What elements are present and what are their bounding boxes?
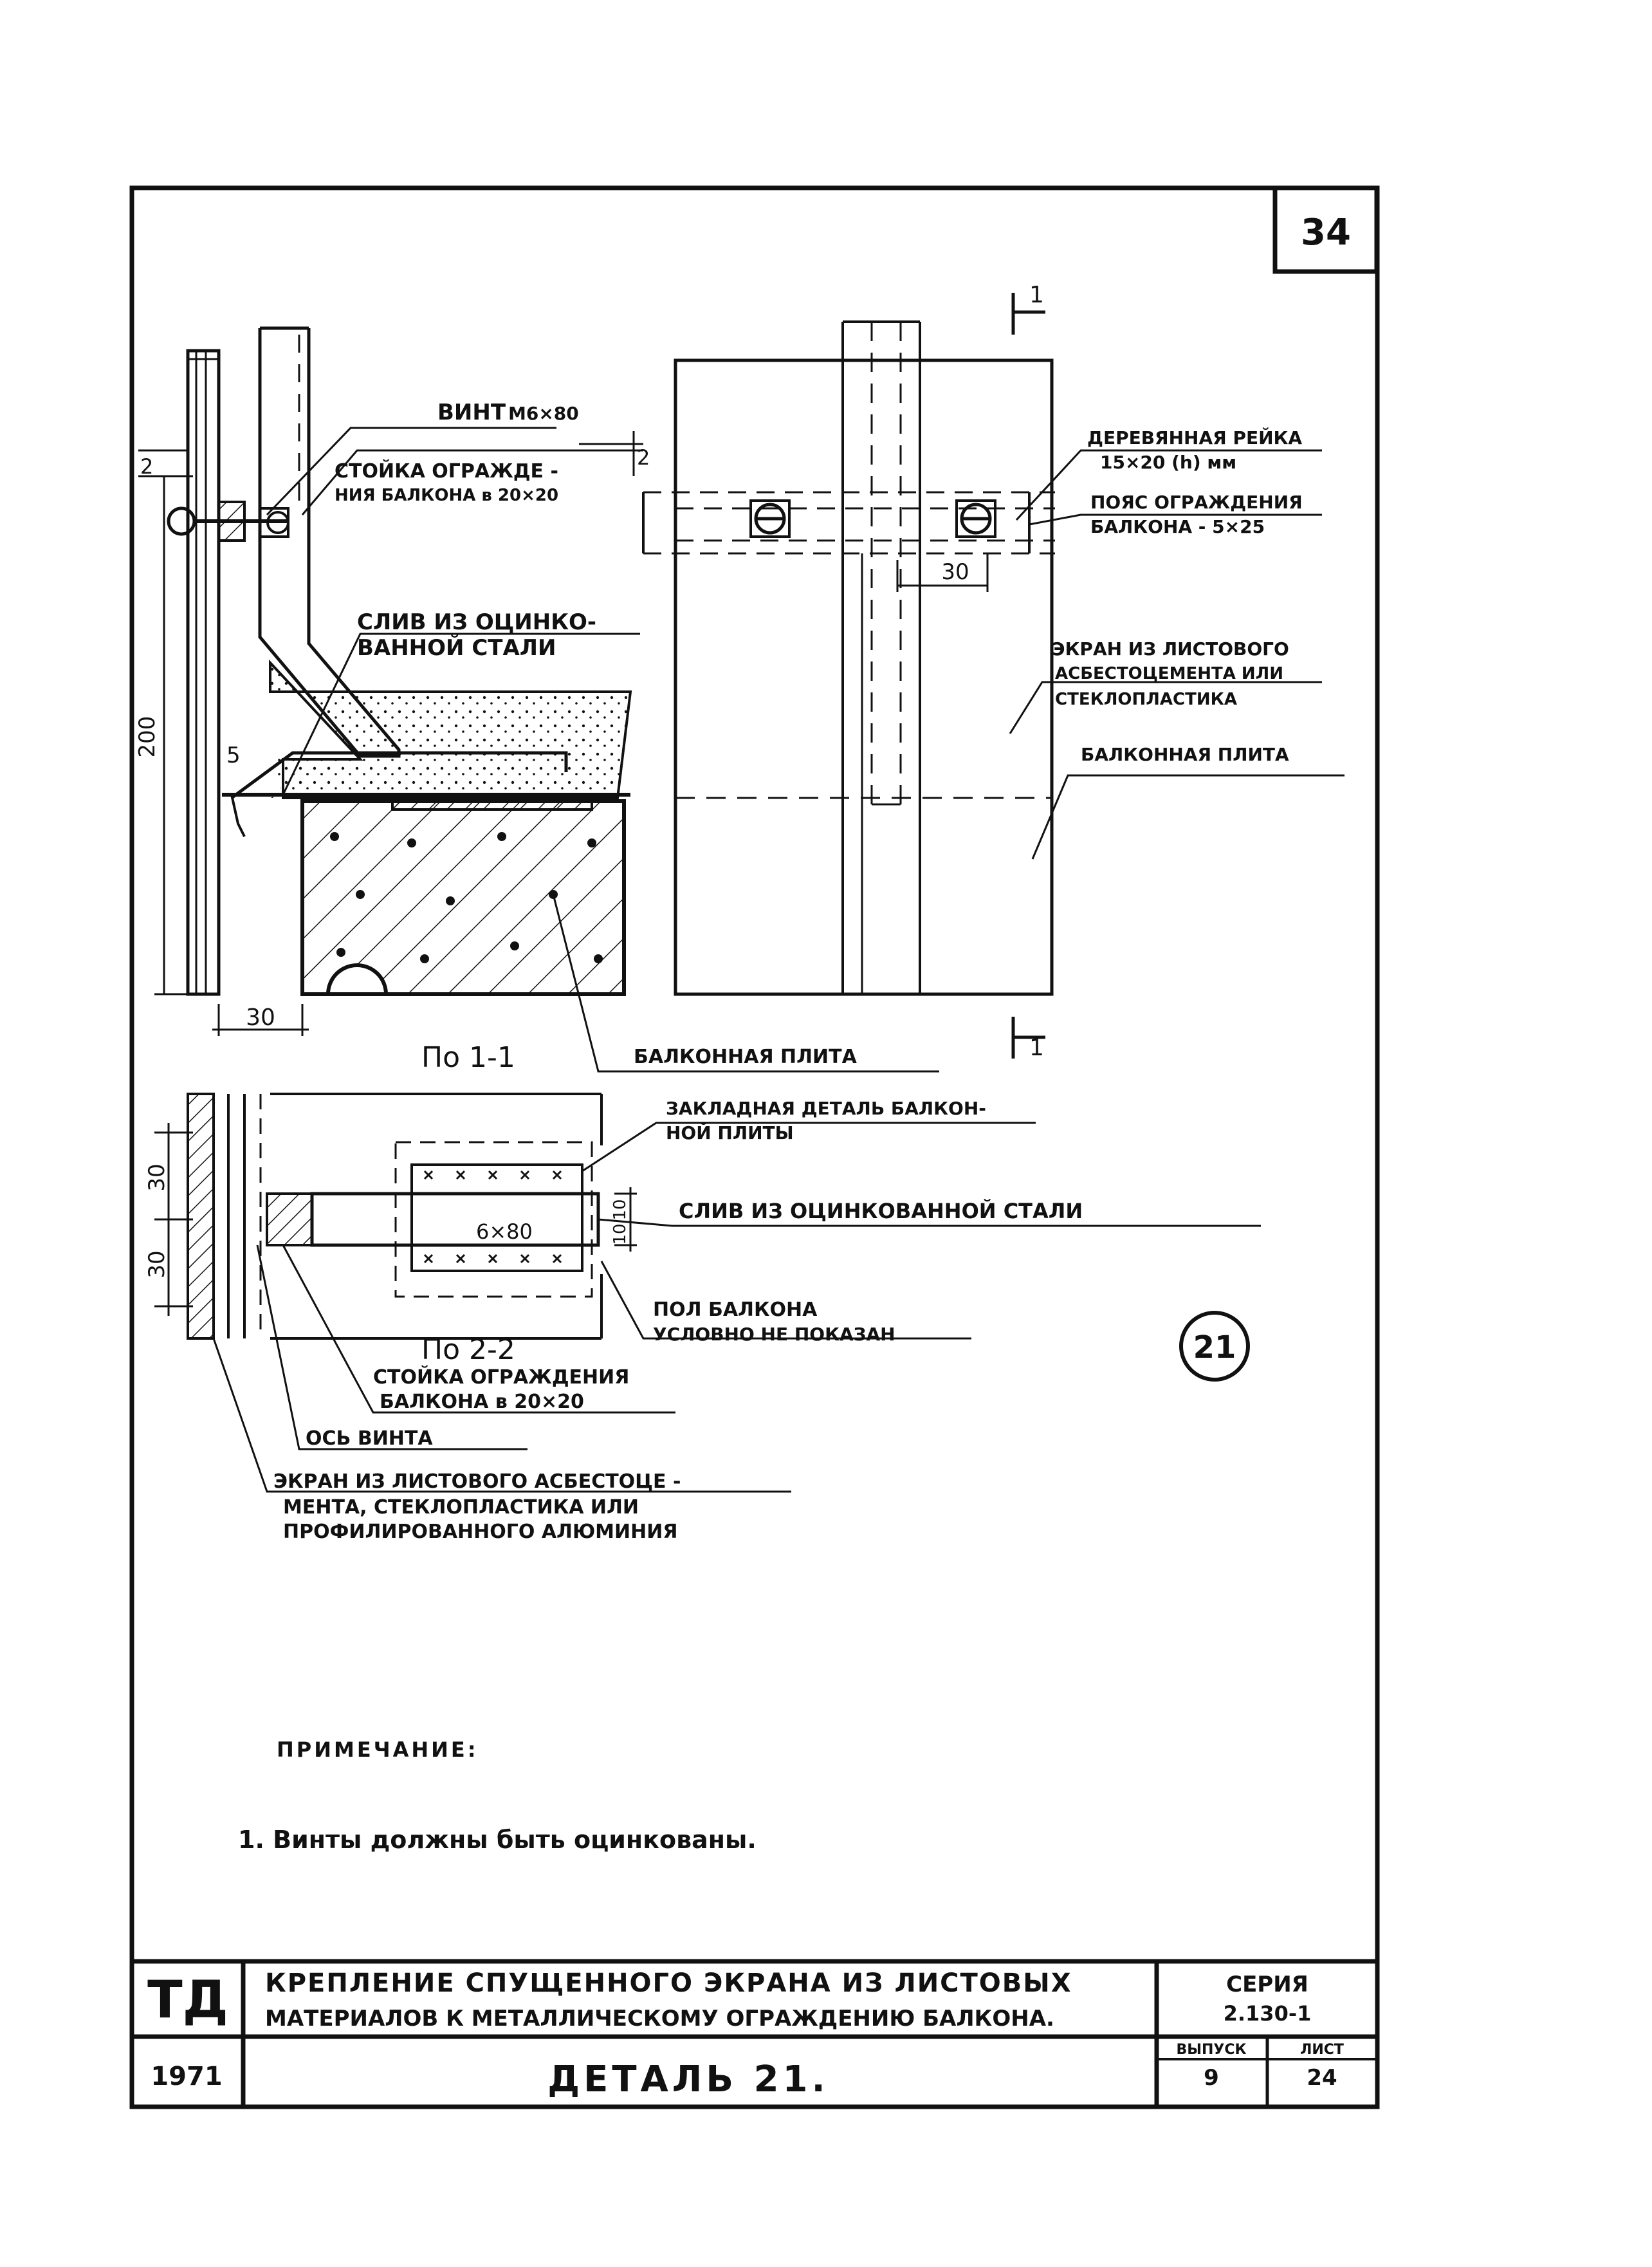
- svg-text:1: 1: [1029, 282, 1044, 308]
- label-floor-1: ПОЛ БАЛКОНА: [653, 1299, 818, 1321]
- label-belt-2: БАЛКОНА - 5×25: [1090, 516, 1265, 537]
- screw-head-2: [955, 499, 996, 538]
- dim-10-b: 10: [610, 1223, 630, 1245]
- drain-flashing: [230, 751, 568, 800]
- label-wood-rail-1: ДЕРЕВЯННАЯ РЕЙКА: [1087, 427, 1302, 449]
- label-drain-2: ВАННОЙ СТАЛИ: [357, 634, 556, 661]
- label-slab-right: БАЛКОННАЯ ПЛИТА: [1081, 744, 1289, 765]
- label-screen-plan-1: ЭКРАН ИЗ ЛИСТОВОГО АСБЕСТОЦЕ -: [273, 1470, 681, 1493]
- label-screen-plan-2: МЕНТА, СТЕКЛОПЛАСТИКА ИЛИ: [283, 1496, 639, 1519]
- note-item: 1. Винты должны быть оцинкованы.: [238, 1826, 757, 1854]
- label-drain-1: СЛИВ ИЗ ОЦИНКО-: [357, 609, 596, 635]
- sheet-value: 24: [1307, 2065, 1337, 2091]
- label-embedded-1: ЗАКЛАДНАЯ ДЕТАЛЬ БАЛКОН-: [666, 1098, 986, 1119]
- title-line-2: МАТЕРИАЛОВ К МЕТАЛЛИЧЕСКОМУ ОГРАЖДЕНИЮ Б…: [265, 2006, 1054, 2031]
- sheet-label: ЛИСТ: [1300, 2042, 1344, 2058]
- dim-30-elevation: 30: [941, 559, 969, 585]
- svg-text:21: 21: [1193, 1329, 1236, 1365]
- detail-name: ДЕТАЛЬ 21.: [547, 2059, 829, 2100]
- dim-30-plan-b: 30: [144, 1250, 170, 1278]
- label-floor-2: УСЛОВНО НЕ ПОКАЗАН: [653, 1324, 895, 1345]
- screen-elevation: [674, 358, 1054, 996]
- label-screw-size: М6×80: [508, 403, 579, 424]
- label-belt-1: ПОЯС ОГРАЖДЕНИЯ: [1090, 492, 1303, 513]
- svg-text:1: 1: [1029, 1035, 1044, 1061]
- label-post-2: НИЯ БАЛКОНА в 20×20: [335, 486, 558, 505]
- elevation-view: 30 1 1: [642, 282, 1055, 1061]
- title-line-1: КРЕПЛЕНИЕ СПУЩЕННОГО ЭКРАНА ИЗ ЛИСТОВЫХ: [265, 1968, 1072, 1998]
- sheet-frame: [129, 185, 1380, 2109]
- label-post-plan-2: БАЛКОНА в 20×20: [380, 1391, 584, 1413]
- label-wood-rail-2: 15×20 (h) мм: [1100, 452, 1236, 473]
- page-number: 34: [1301, 212, 1351, 254]
- note-heading: ПРИМЕЧАНИЕ:: [277, 1737, 479, 1762]
- series-label: СЕРИЯ: [1226, 1972, 1308, 1997]
- balcony-slab-section: [300, 799, 626, 996]
- weld-size: 6×80: [476, 1219, 533, 1244]
- dim-30-bottom: 30: [246, 1004, 275, 1031]
- dim-200: 200: [134, 716, 160, 758]
- screw-head-1: [749, 499, 791, 538]
- section-2-2: 30 30 6×80 10 10 По 2-2: [144, 1093, 637, 1366]
- label-screen-3: СТЕКЛОПЛАСТИКА: [1055, 690, 1237, 709]
- label-screen-1: ЭКРАН ИЗ ЛИСТОВОГО: [1052, 638, 1289, 660]
- section-2-2-label: По 2-2: [421, 1333, 515, 1366]
- issue-label: ВЫПУСК: [1176, 2042, 1246, 2058]
- series-value: 2.130-1: [1224, 2001, 1312, 2026]
- post-plan: [266, 1192, 313, 1246]
- label-post-plan-1: СТОЙКА ОГРАЖДЕНИЯ: [373, 1365, 629, 1389]
- screw-assembly: [167, 501, 289, 542]
- label-post-1: СТОЙКА ОГРАЖДЕ -: [335, 459, 558, 483]
- detail-badge: 21: [1179, 1311, 1250, 1382]
- label-embedded-2: НОЙ ПЛИТЫ: [666, 1122, 794, 1143]
- dim-2-mid: 2: [637, 445, 650, 470]
- label-drain-plan: СЛИВ ИЗ ОЦИНКОВАННОЙ СТАЛИ: [679, 1199, 1083, 1223]
- title-block: ТД КРЕПЛЕНИЕ СПУЩЕННОГО ЭКРАНА ИЗ ЛИСТОВ…: [132, 1959, 1377, 2107]
- section-1-1: 200 2 5: [134, 326, 650, 1074]
- issue-value: 9: [1204, 2065, 1219, 2091]
- screed: [269, 659, 632, 799]
- dim-10-a: 10: [610, 1199, 630, 1220]
- rail-band: [642, 491, 1055, 555]
- leader-lines: [212, 427, 1345, 1493]
- dim-30-plan-a: 30: [144, 1163, 170, 1191]
- label-screen-plan-3: ПРОФИЛИРОВАННОГО АЛЮМИНИЯ: [283, 1521, 677, 1543]
- dim-5: 5: [226, 743, 241, 768]
- embedded-plate-plan: [394, 1141, 593, 1298]
- cut-mark-top: 1: [1011, 282, 1045, 335]
- cut-mark-bottom: 1: [1011, 1017, 1045, 1061]
- label-screw: ВИНТ: [437, 400, 506, 425]
- label-slab-bottom: БАЛКОННАЯ ПЛИТА: [634, 1046, 858, 1068]
- year: 1971: [151, 2062, 222, 2091]
- screen-sheet: [186, 349, 221, 996]
- drain-strip-plan: [310, 1192, 600, 1247]
- dim-2-left: 2: [140, 454, 153, 479]
- label-screen-2: АСБЕСТОЦЕМЕНТА ИЛИ: [1055, 664, 1283, 683]
- page-number-box: 34: [1272, 185, 1379, 274]
- section-1-1-label: По 1-1: [421, 1041, 515, 1074]
- label-screw-axis: ОСЬ ВИНТА: [306, 1427, 433, 1450]
- logo-td: ТД: [147, 1970, 228, 2030]
- annotation-labels: ВИНТ М6×80 СТОЙКА ОГРАЖДЕ - НИЯ БАЛКОНА …: [273, 400, 1303, 1543]
